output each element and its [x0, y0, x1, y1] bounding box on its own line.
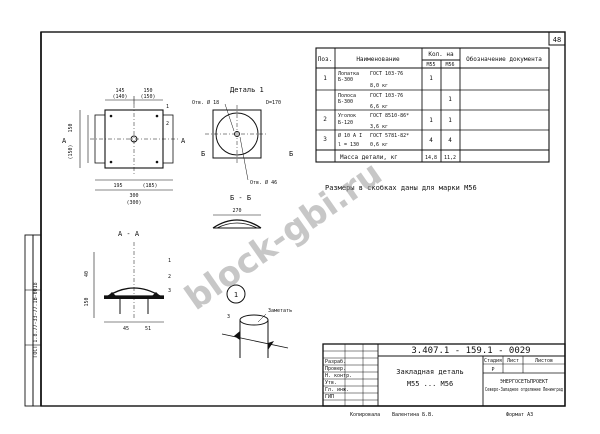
hole-label: Отв. Ø 46 [250, 179, 277, 186]
th-doc: Обозначение документа [466, 56, 542, 63]
callout-number: 1 [234, 291, 238, 299]
svg-text:3: 3 [168, 288, 171, 294]
row3-mass: 3,6 кг [370, 124, 388, 130]
item-marks: М55 ... М56 [407, 380, 453, 388]
row3-m55: 1 [429, 117, 433, 124]
dim-w4: (300) [126, 200, 141, 206]
dim-h3: 150 [68, 123, 74, 132]
svg-text:А: А [62, 137, 67, 145]
copied-label: Копировала [350, 412, 380, 418]
sheets-label: Листов [535, 358, 553, 364]
dim-w3: 300 [129, 193, 138, 199]
svg-text:3: 3 [227, 314, 230, 320]
svg-text:Б: Б [201, 150, 205, 158]
role-1: Разраб. [325, 358, 346, 365]
row4-m56: 4 [448, 137, 452, 144]
role-6: ГИП [325, 394, 334, 400]
section-aa-view: А - А 40 150 45 51 1 2 3 [84, 230, 171, 332]
dim-d1: 270 [232, 208, 241, 214]
row1-name: Лопатка [338, 71, 359, 77]
row4-name: Ø 10 А I [338, 132, 362, 139]
row3-pos: 2 [323, 116, 327, 123]
side-stamp-strip: ГОСТ 1.8.77-33-77.1В-0018 [24, 234, 42, 407]
row3-gost: ГОСТ 8510-86* [370, 113, 409, 119]
svg-text:А: А [181, 137, 186, 145]
watermark: block-gbi.ru [178, 154, 390, 319]
row2-m56: 1 [448, 96, 452, 103]
row2-name: Полоса [338, 93, 356, 99]
row2-spec: Б-300 [338, 99, 353, 105]
sheet-number-box [548, 31, 566, 46]
svg-text:1: 1 [166, 104, 169, 110]
row3-m56: 1 [448, 117, 452, 124]
row3-name: Уголок [338, 113, 356, 119]
mass-m55: 14,8 [425, 155, 437, 161]
format-label: Формат А3 [506, 412, 533, 418]
dim-a2: (140) [112, 94, 127, 100]
row3-spec: Б-120 [338, 120, 353, 126]
row4-len: l = 130 [338, 142, 359, 148]
dim-w1: 195 [113, 183, 122, 189]
note-text: Размеры в скобках даны для марки М56 [325, 184, 477, 192]
svg-text:2: 2 [166, 121, 169, 127]
section-bb-view: Б - Б 270 [212, 194, 262, 229]
stage-value: Р [491, 367, 494, 373]
row4-pos: 3 [323, 136, 327, 143]
th-name: Наименование [356, 56, 400, 63]
org-sub: Северо-Западное отделение Ленинград [485, 387, 563, 393]
weld-label: Заметать [268, 308, 292, 314]
hole-top-label: Отв. Ø 18 [192, 99, 219, 106]
detail1-title: Деталь 1 [230, 86, 264, 94]
th-m55: М55 [426, 62, 435, 68]
row1-mass: 8,0 кг [370, 83, 388, 89]
dim-h4: (150) [68, 144, 74, 159]
th-pos: Поз. [318, 56, 332, 63]
plan-view: 145 (140) 150 (150) 195 (185) 300 (300) … [62, 88, 186, 206]
row2-gost: ГОСТ 103-76 [370, 93, 403, 99]
section-bb-title: Б - Б [230, 194, 251, 202]
spec-table: Поз. Наименование Кол. на М55 М56 Обозна… [315, 47, 550, 163]
th-qty: Кол. на [428, 51, 454, 58]
svg-text:1: 1 [168, 258, 171, 264]
row1-pos: 1 [323, 75, 327, 82]
section-aa-title: А - А [118, 230, 140, 238]
th-m56: М56 [445, 62, 454, 68]
side-stamp-text: ГОСТ 1.8.77-33-77.1В-0018 [33, 282, 39, 357]
role-4: Утв. [325, 380, 337, 386]
role-3: Н. контр. [325, 373, 352, 379]
row4-m55: 4 [429, 137, 433, 144]
row1-gost: ГОСТ 103-76 [370, 71, 403, 77]
detail-1-view: Деталь 1 Отв. Ø 18 D=170 Отв. Ø 46 Б Б [192, 86, 293, 186]
sheet-label: Лист [507, 358, 519, 364]
dim-a4: (150) [140, 94, 155, 100]
sheet-number: 48 [553, 36, 561, 44]
stage-label: Стадия [484, 358, 502, 364]
svg-text:45: 45 [123, 326, 129, 332]
row1-spec: Б-300 [338, 77, 353, 83]
svg-text:Б: Б [289, 150, 293, 158]
copied-name: Валентина Б.В. [392, 412, 434, 418]
dim-a3: 150 [143, 88, 152, 94]
dim-d4: 150 [84, 297, 90, 306]
item-name: Закладная деталь [396, 368, 463, 376]
dia-label: D=170 [266, 100, 281, 106]
role-5: Гл. инж. [325, 387, 349, 393]
callout-detail: 1 Заметать 3 [221, 284, 292, 358]
svg-text:51: 51 [145, 326, 151, 332]
dim-d3: 40 [84, 271, 90, 277]
svg-text:2: 2 [168, 274, 171, 280]
row2-mass: 6,6 кг [370, 104, 388, 110]
doc-code: 3.407.1 - 159.1 - 0029 [411, 346, 530, 356]
mass-m56: 11,2 [444, 155, 456, 161]
dim-w2: (185) [142, 183, 157, 189]
row4-mass: 0,6 кг [370, 142, 388, 148]
row4-gost: ГОСТ 5781-82* [370, 133, 409, 139]
role-2: Провер. [325, 366, 346, 372]
row1-m55: 1 [429, 75, 433, 82]
dim-a1: 145 [115, 88, 124, 94]
mass-label: Масса детали, кг [340, 154, 398, 161]
title-block: Разраб. Провер. Н. контр. Утв. Гл. инж. … [322, 343, 566, 407]
org-name: ЭНЕРГОСЕТЬПРОЕКТ [500, 379, 548, 385]
